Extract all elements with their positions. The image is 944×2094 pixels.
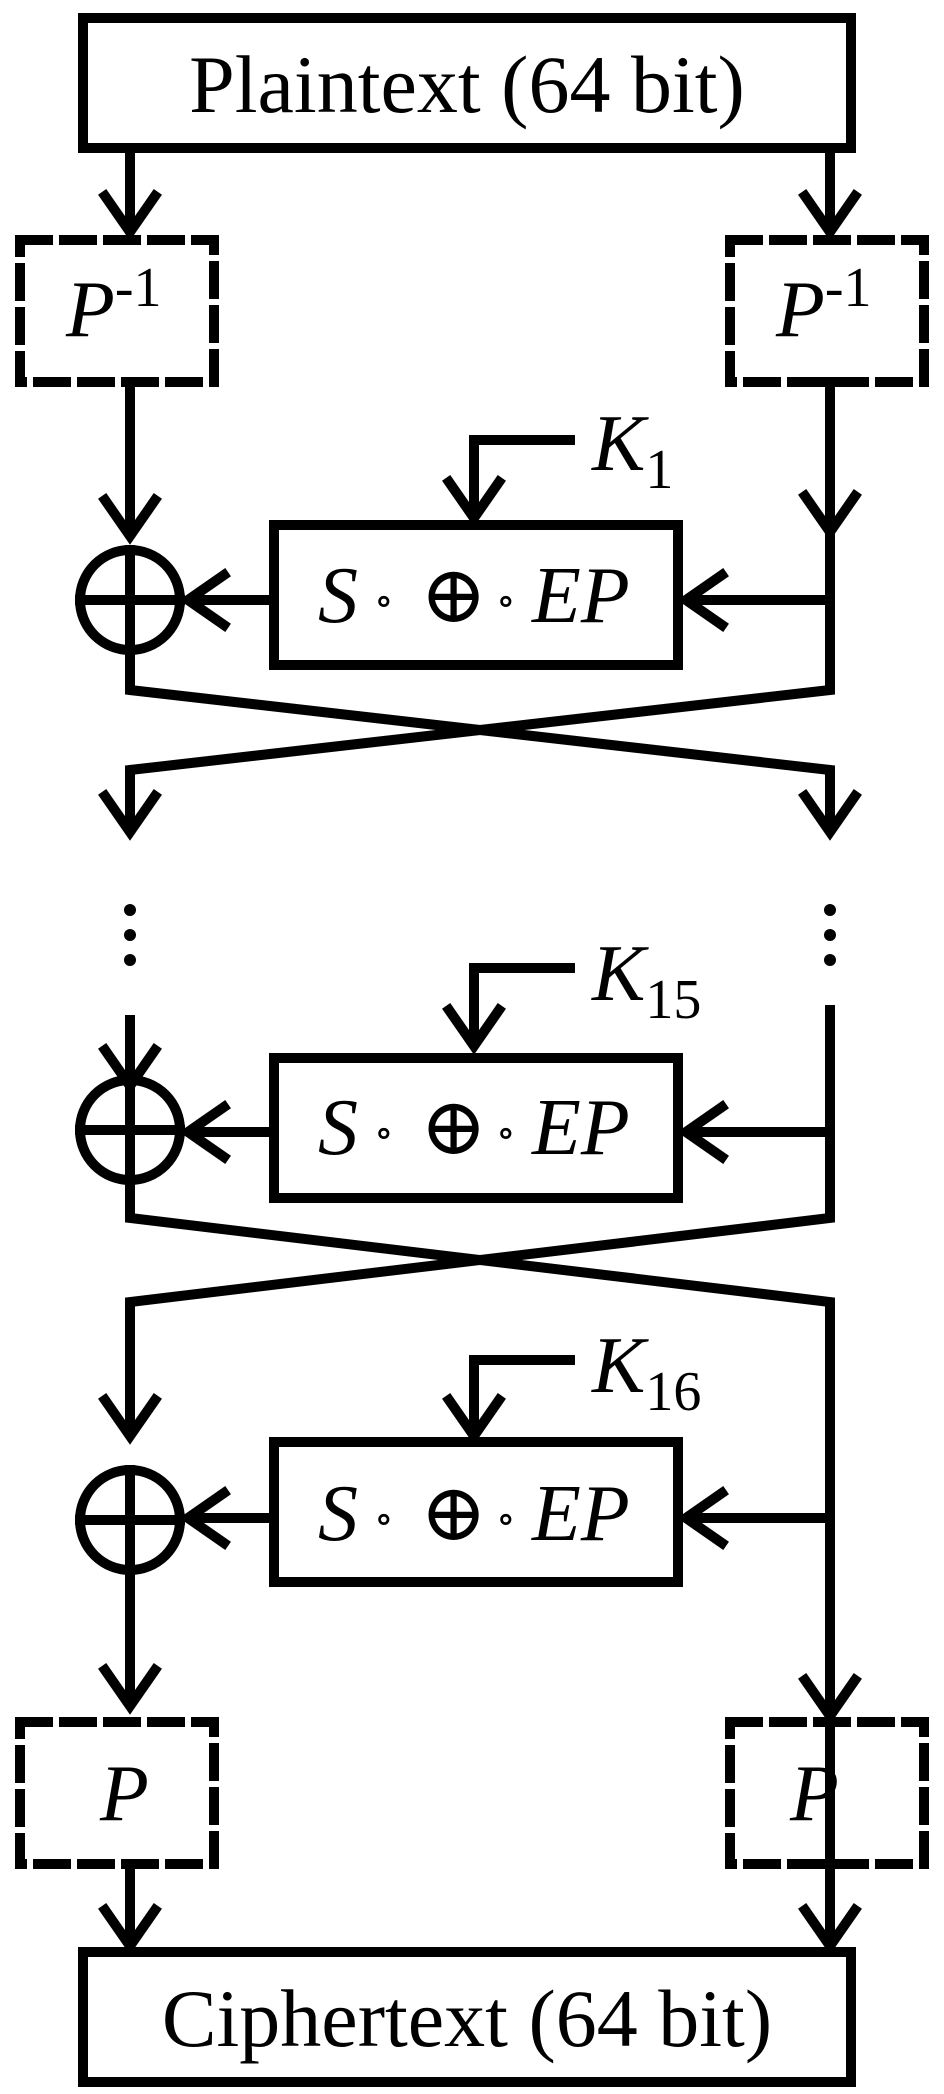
ciphertext-box	[78, 1947, 856, 2087]
svg-text:∘: ∘	[374, 1110, 394, 1155]
cross-1-b	[125, 677, 835, 831]
svg-text:∘: ∘	[374, 578, 394, 623]
plaintext-label: Plaintext (64 bit)	[189, 39, 745, 130]
ciphertext-label: Ciphertext (64 bit)	[162, 1973, 772, 2064]
perm-box-left	[15, 1717, 219, 1869]
key-label-1: K1	[591, 400, 673, 501]
cross-2-b	[125, 1205, 835, 1435]
inverse-perm-box-left	[15, 235, 219, 387]
arrowhead	[98, 189, 162, 241]
key-label-16: K16	[591, 1322, 701, 1423]
round-function-label-16: S ∘ ⊕ ∘ EP	[318, 1470, 630, 1558]
round-function-label-15: S ∘ ⊕ ∘ EP	[318, 1084, 630, 1172]
arrowhead	[98, 493, 162, 545]
perm-label-left: P	[99, 1750, 149, 1838]
svg-text:∘: ∘	[496, 578, 516, 623]
perm-label-right: P	[789, 1750, 839, 1838]
round-function-box-16	[269, 1437, 683, 1587]
inverse-perm-label-left: P-1	[65, 257, 162, 354]
round-function-label-1: S ∘ ⊕ ∘ EP	[318, 552, 630, 640]
inverse-perm-box-right	[725, 235, 929, 387]
svg-text:S: S	[318, 552, 358, 640]
svg-text:⊕: ⊕	[420, 1470, 487, 1558]
svg-text:EP: EP	[531, 1470, 630, 1558]
key-line-1	[469, 435, 575, 517]
cross-1-a	[125, 645, 835, 831]
svg-text:∘: ∘	[496, 1496, 516, 1541]
svg-text:∘: ∘	[374, 1496, 394, 1541]
svg-text:S: S	[318, 1470, 358, 1558]
inverse-perm-label-right: P-1	[775, 257, 872, 354]
svg-text:S: S	[318, 1084, 358, 1172]
plaintext-box	[78, 13, 856, 153]
svg-text:EP: EP	[531, 1084, 630, 1172]
ellipsis-right	[824, 904, 836, 966]
key-label-15: K15	[591, 930, 701, 1031]
key-line-16	[469, 1355, 575, 1435]
perm-box-right	[725, 1717, 929, 1869]
svg-text:⊕: ⊕	[420, 1084, 487, 1172]
svg-text:⊕: ⊕	[420, 552, 487, 640]
key-line-15	[469, 963, 575, 1045]
svg-text:EP: EP	[531, 552, 630, 640]
svg-text:∘: ∘	[496, 1110, 516, 1155]
arrowhead	[798, 189, 862, 241]
ellipsis-left	[124, 904, 136, 966]
